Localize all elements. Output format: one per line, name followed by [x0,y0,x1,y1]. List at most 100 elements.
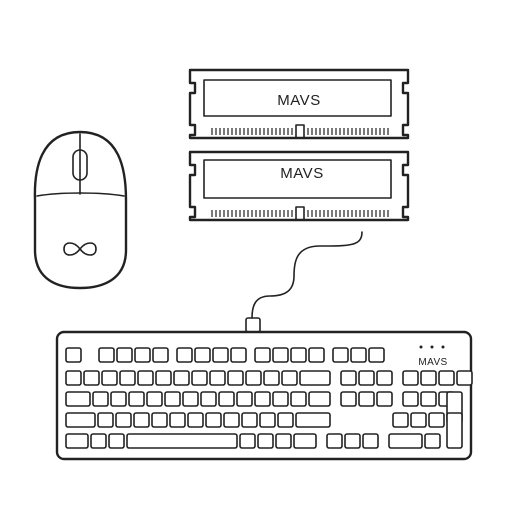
keyboard-key [209,370,226,386]
keyboard-key [245,370,262,386]
keyboard-keys [65,347,473,449]
keyboard-key [340,391,357,407]
keyboard-key [194,347,211,363]
keyboard-key [239,433,256,449]
keyboard-key [218,391,235,407]
keyboard-key [420,391,437,407]
indicator-light [441,345,445,349]
keyboard-key [182,391,199,407]
keyboard-key [65,391,91,407]
keyboard-key [376,391,393,407]
keyboard-key [299,370,331,386]
keyboard-key [108,433,125,449]
keyboard-key [101,370,118,386]
cable-connector [245,317,261,333]
keyboard-key [254,391,271,407]
keyboard-key [212,347,229,363]
ram-module-1 [188,68,410,140]
keyboard-key [205,412,222,428]
keyboard-key [155,370,172,386]
keyboard-key [424,433,441,449]
keyboard-key [308,347,325,363]
keyboard-key [295,412,331,428]
keyboard-key [332,347,349,363]
keyboard-key [420,370,437,386]
keyboard-key [83,370,100,386]
keyboard-key [65,347,82,363]
keyboard: MAVS [55,330,473,461]
keyboard-key [272,391,289,407]
keyboard-key [368,347,385,363]
keyboard-key [116,347,133,363]
ram-module-2 [188,150,410,222]
keyboard-key [164,391,181,407]
keyboard-key [438,370,455,386]
keyboard-key [358,391,375,407]
keyboard-key [187,412,204,428]
keyboard-key [126,433,238,449]
keyboard-key [115,412,132,428]
keyboard-key [344,433,361,449]
keyboard-key [191,370,208,386]
ram-module-2-label: MAVS [280,165,323,182]
keyboard-key [152,347,169,363]
indicator-light [430,345,434,349]
keyboard-key [293,433,317,449]
keyboard-key [275,433,292,449]
scroll-wheel [72,149,88,181]
keyboard-key [146,391,163,407]
mouse [33,130,128,290]
keyboard-key [176,347,193,363]
keyboard-key [402,370,419,386]
keyboard-key [230,347,247,363]
keyboard-key [446,412,463,449]
keyboard-key [259,412,276,428]
keyboard-key [173,370,190,386]
keyboard-key [98,347,115,363]
keyboard-key [97,412,114,428]
keyboard-key [128,391,145,407]
keyboard-key [257,433,274,449]
keyboard-key [350,347,367,363]
keyboard-key [272,347,289,363]
keyboard-key [428,412,445,428]
keyboard-key [133,412,150,428]
indicator-light [419,345,423,349]
infinity-icon [63,242,97,256]
keyboard-key [169,412,186,428]
keyboard-key [277,412,294,428]
keyboard-key [388,433,423,449]
keyboard-key [340,370,357,386]
keyboard-key [223,412,240,428]
keyboard-key [65,412,96,428]
keyboard-key [263,370,280,386]
keyboard-key [137,370,154,386]
keyboard-key [65,370,82,386]
keyboard-brand-label: MAVS [418,357,447,368]
keyboard-key [358,370,375,386]
ram-module-2-pins [211,210,389,217]
keyboard-key [326,433,343,449]
keyboard-key [402,391,419,407]
keyboard-key [119,370,136,386]
keyboard-key [362,433,379,449]
keyboard-key [134,347,151,363]
keyboard-key [410,412,427,428]
keyboard-key [110,391,127,407]
ram-module-1-pins [211,128,389,135]
ram-module-1-label: MAVS [277,92,320,109]
keyboard-key [200,391,217,407]
keyboard-key [290,391,307,407]
keyboard-key [241,412,258,428]
keyboard-key [456,370,473,386]
keyboard-key [227,370,244,386]
keyboard-key [90,433,107,449]
keyboard-key [308,391,331,407]
keyboard-cable [251,231,363,319]
keyboard-key [65,433,89,449]
keyboard-key [254,347,271,363]
keyboard-key [92,391,109,407]
keyboard-key [376,370,393,386]
keyboard-key [290,347,307,363]
